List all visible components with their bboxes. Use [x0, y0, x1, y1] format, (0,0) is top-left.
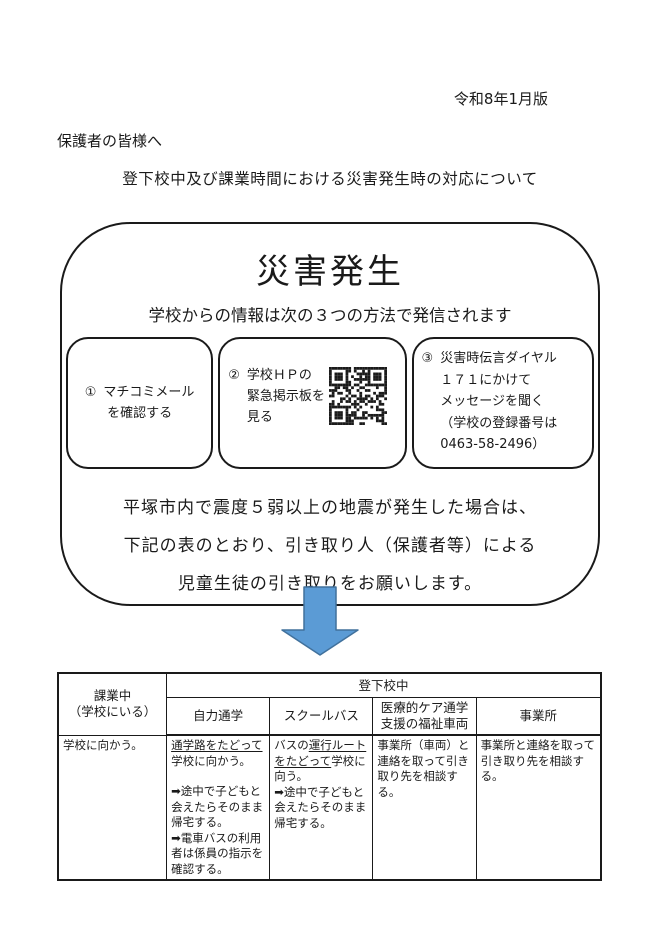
method-number: ③: [421, 351, 434, 366]
notice-line: 平塚市内で震度５弱以上の地震が発生した場合は、: [123, 498, 537, 518]
header-in-class: 課業中 （学校にいる）: [57, 672, 168, 736]
cell-in-class: 学校に向かう。: [57, 734, 168, 881]
cell-school-bus: バスの運行ルートをたどって学校に向う。 ➡途中で子どもと会えたらそのまま帰宅する…: [269, 734, 374, 881]
document-title: 登下校中及び課業時間における災害発生時の対応について: [122, 170, 538, 188]
cell-care-vehicle: 事業所（車両）と連絡を取って引き取り先を相談する。: [372, 734, 477, 881]
method-line: （学校の登録番号は: [440, 415, 558, 431]
method-number: ②: [228, 368, 240, 383]
notice-line: 児童生徒の引き取りをお願いします。: [177, 574, 483, 594]
underlined-text: 運行ルートをたどって: [274, 738, 367, 768]
cell-office: 事業所と連絡を取って引き取り先を相談する。: [475, 734, 602, 881]
underlined-text: 通学路をたどって: [171, 738, 263, 752]
disaster-box: 災害発生 学校からの情報は次の３つの方法で発信されます ① マチコミメール を確認…: [60, 222, 600, 606]
disaster-heading: 災害発生: [256, 252, 404, 292]
header-school-bus: スクールバス: [269, 697, 374, 736]
method-line: メッセージを聞く: [440, 394, 544, 409]
method-line: 災害時伝言ダイヤル: [440, 351, 557, 366]
method-box-machicomi: ① マチコミメール を確認する: [66, 337, 214, 469]
method-box-school-hp: ② 学校ＨＰの 緊急掲示板を 見る: [218, 337, 407, 469]
table-row: 学校に向かう。 通学路をたどって学校に向かう。 ➡途中で子どもと会えたらそのまま…: [57, 734, 602, 881]
disaster-subheading: 学校からの情報は次の３つの方法で発信されます: [148, 306, 512, 325]
cell-self-commute: 通学路をたどって学校に向かう。 ➡途中で子どもと会えたらそのまま帰宅する。 ➡電…: [166, 734, 271, 881]
qr-code: [328, 367, 387, 432]
method-line: １７１にかけて: [440, 372, 532, 388]
header-self-commute: 自力通学: [166, 697, 271, 736]
method-line: 緊急掲示板を: [246, 389, 325, 404]
header-office: 事業所: [475, 697, 602, 736]
salutation-text: 保護者の皆様へ: [57, 132, 163, 150]
method-line: を確認する: [107, 406, 173, 421]
header-care-vehicle: 医療的ケア通学 支援の福祉車両: [372, 697, 477, 736]
down-arrow-icon: [281, 586, 359, 656]
pickup-table: 課業中 （学校にいる） 登下校中 自力通学 スクールバス 医療的ケア通学 支援の…: [57, 672, 602, 881]
method-line: 学校ＨＰの: [246, 368, 312, 383]
method-line: 0463-58-2496）: [440, 437, 546, 452]
notice-line: 下記の表のとおり、引き取り人（保護者等）による: [123, 536, 537, 556]
method-line: 見る: [246, 410, 273, 425]
header-commuting-group: 登下校中: [166, 672, 602, 698]
method-number: ①: [84, 385, 97, 400]
contact-methods-row: ① マチコミメール を確認する ② 学校ＨＰの 緊急掲示板を 見る ③: [66, 337, 594, 469]
method-line: マチコミメール: [103, 385, 195, 400]
method-box-dengon-dial: ③ 災害時伝言ダイヤル １７１にかけて メッセージを聞く （学校の登録番号は 0…: [411, 337, 594, 469]
edition-label: 令和8年1月版: [453, 90, 548, 108]
earthquake-notice: 平塚市内で震度５弱以上の地震が発生した場合は、 下記の表のとおり、引き取り人（保…: [62, 489, 598, 603]
